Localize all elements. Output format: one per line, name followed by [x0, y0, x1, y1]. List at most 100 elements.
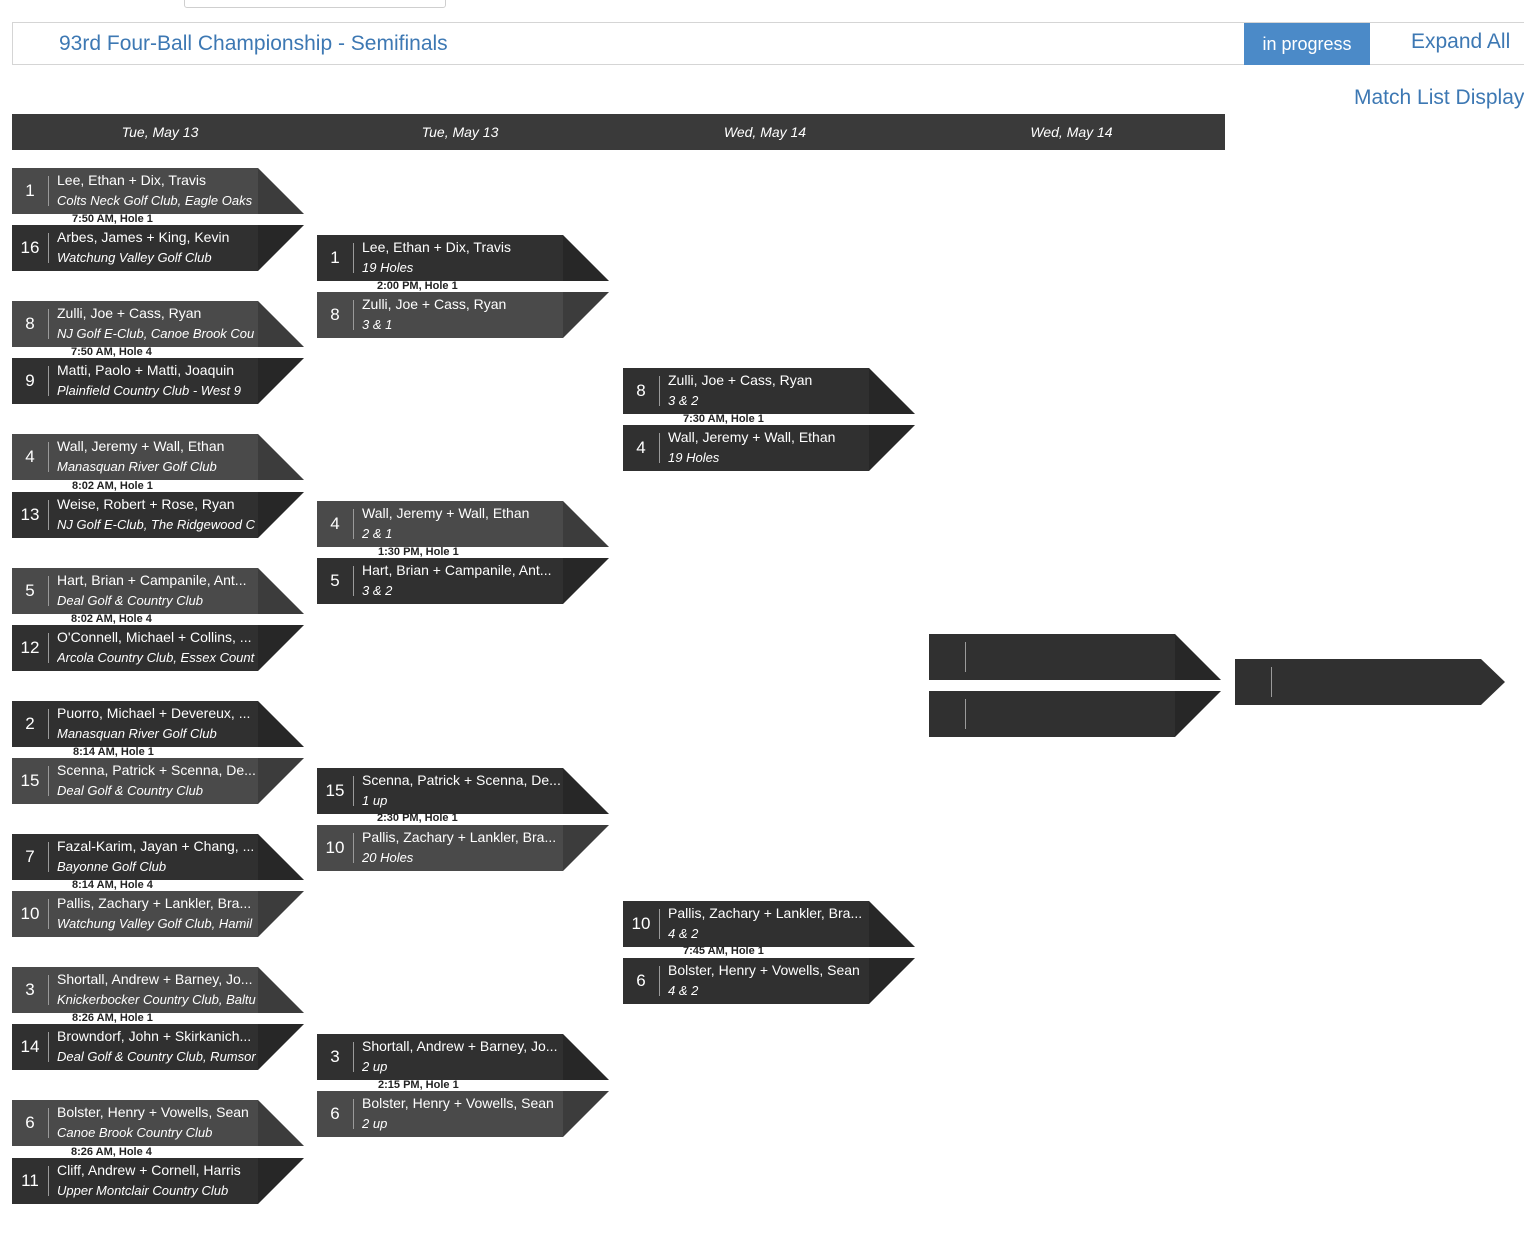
team-club: Deal Golf & Country Club	[57, 783, 203, 798]
team-club: Deal Golf & Country Club, Rumsor	[57, 1049, 256, 1064]
round-2-date: Tue, May 13	[421, 124, 499, 140]
bracket-slot[interactable]: 3 Shortall, Andrew + Barney, Jo... 2 up	[317, 1034, 609, 1080]
match-time: 2:00 PM, Hole 1	[377, 280, 458, 292]
seed-number: 3	[25, 980, 35, 999]
bracket-slot[interactable]: 12 O'Connell, Michael + Collins, ... Arcol…	[12, 625, 304, 671]
team-name: Arbes, James + King, Kevin	[57, 229, 230, 245]
seed-number: 10	[20, 904, 40, 923]
bracket-slot[interactable]: 5 Hart, Brian + Campanile, Ant... Deal Gol…	[12, 568, 304, 614]
match-time: 8:26 AM, Hole 4	[71, 1146, 152, 1158]
team-name: Hart, Brian + Campanile, Ant...	[57, 572, 247, 588]
team-name: Hart, Brian + Campanile, Ant...	[362, 562, 552, 578]
team-name: Cliff, Andrew + Cornell, Harris	[57, 1162, 241, 1178]
seed-number: 11	[21, 1171, 39, 1190]
team-club: Deal Golf & Country Club	[57, 593, 203, 608]
match-list-display-link[interactable]: Match List Display	[1354, 86, 1524, 109]
seed-number: 4	[636, 438, 646, 457]
team-club: Arcola Country Club, Essex Count	[57, 650, 255, 665]
seed-number: 5	[330, 571, 340, 590]
round-header-bar: Tue, May 13 Tue, May 13 Wed, May 14 Wed,…	[12, 114, 1225, 150]
seed-number: 8	[330, 305, 340, 324]
team-club: Upper Montclair Country Club	[57, 1183, 229, 1198]
team-name: Pallis, Zachary + Lankler, Bra...	[57, 895, 252, 911]
bracket-slot-empty[interactable]	[929, 691, 1221, 737]
seed-number: 10	[325, 838, 345, 857]
team-name: Wall, Jeremy + Wall, Ethan	[668, 429, 836, 445]
team-name: Browndorf, John + Skirkanich...	[57, 1028, 252, 1044]
match-time: 8:14 AM, Hole 1	[73, 746, 154, 758]
round-3-date: Wed, May 14	[723, 124, 807, 140]
match-result: 3 & 2	[362, 583, 393, 598]
team-name: Lee, Ethan + Dix, Travis	[362, 239, 512, 255]
match-time: 2:15 PM, Hole 1	[378, 1079, 459, 1091]
team-name: Weise, Robert + Rose, Ryan	[57, 496, 235, 512]
team-name: Scenna, Patrick + Scenna, De...	[57, 762, 256, 778]
team-name: Matti, Paolo + Matti, Joaquin	[57, 362, 235, 378]
seed-number: 2	[25, 714, 35, 733]
event-header: 93rd Four-Ball Championship - Semifinals…	[12, 22, 1524, 65]
team-club: Manasquan River Golf Club	[57, 459, 217, 474]
bracket-slot-empty[interactable]	[929, 634, 1221, 680]
match-result: 3 & 2	[668, 393, 699, 408]
match-time: 1:30 PM, Hole 1	[378, 546, 459, 558]
seed-number: 7	[25, 847, 35, 866]
match-time: 7:50 AM, Hole 4	[71, 346, 152, 358]
team-club: Canoe Brook Country Club	[57, 1125, 213, 1140]
match-time: 8:02 AM, Hole 1	[72, 480, 153, 492]
seed-number: 3	[330, 1047, 340, 1066]
seed-number: 4	[25, 447, 35, 466]
seed-number: 13	[20, 505, 40, 524]
bracket-slot[interactable]: 5 Hart, Brian + Campanile, Ant... 3 & 2	[317, 558, 609, 604]
team-name: Bolster, Henry + Vowells, Sean	[668, 962, 860, 978]
bracket-slot[interactable]: 10 Pallis, Zachary + Lankler, Bra... Watch…	[12, 891, 304, 937]
seed-number: 6	[636, 971, 646, 990]
team-name: Shortall, Andrew + Barney, Jo...	[362, 1038, 558, 1054]
team-name: Shortall, Andrew + Barney, Jo...	[57, 971, 253, 987]
match-result: 2 up	[362, 1059, 388, 1074]
team-club: Watchung Valley Golf Club	[57, 250, 212, 265]
seed-number: 5	[25, 581, 35, 600]
bracket-slot[interactable]: 15 Scenna, Patrick + Scenna, De... Deal Go…	[12, 758, 304, 804]
page-title: 93rd Four-Ball Championship - Semifinals	[59, 32, 448, 55]
match-time: 7:30 AM, Hole 1	[683, 413, 764, 425]
match-result: 4 & 2	[668, 926, 699, 941]
match-result: 2 up	[362, 1116, 388, 1131]
seed-number: 15	[20, 771, 40, 790]
team-name: Wall, Jeremy + Wall, Ethan	[362, 505, 530, 521]
match-result: 20 Holes	[362, 850, 414, 865]
seed-number: 6	[25, 1113, 35, 1132]
team-name: Fazal-Karim, Jayan + Chang, ...	[57, 838, 255, 854]
match-time: 8:14 AM, Hole 4	[72, 879, 153, 891]
champion-slot[interactable]	[1235, 659, 1505, 705]
seed-number: 12	[20, 638, 40, 657]
expand-all-link[interactable]: Expand All	[1411, 30, 1511, 53]
team-club: NJ Golf E-Club, Canoe Brook Cou	[57, 326, 255, 341]
team-name: O'Connell, Michael + Collins, ...	[57, 629, 252, 645]
status-badge: in progress	[1244, 23, 1370, 65]
match-time: 8:26 AM, Hole 1	[72, 1012, 153, 1024]
top-tab-fragment	[184, 0, 446, 8]
team-club: Watchung Valley Golf Club, Hamil	[57, 916, 253, 931]
